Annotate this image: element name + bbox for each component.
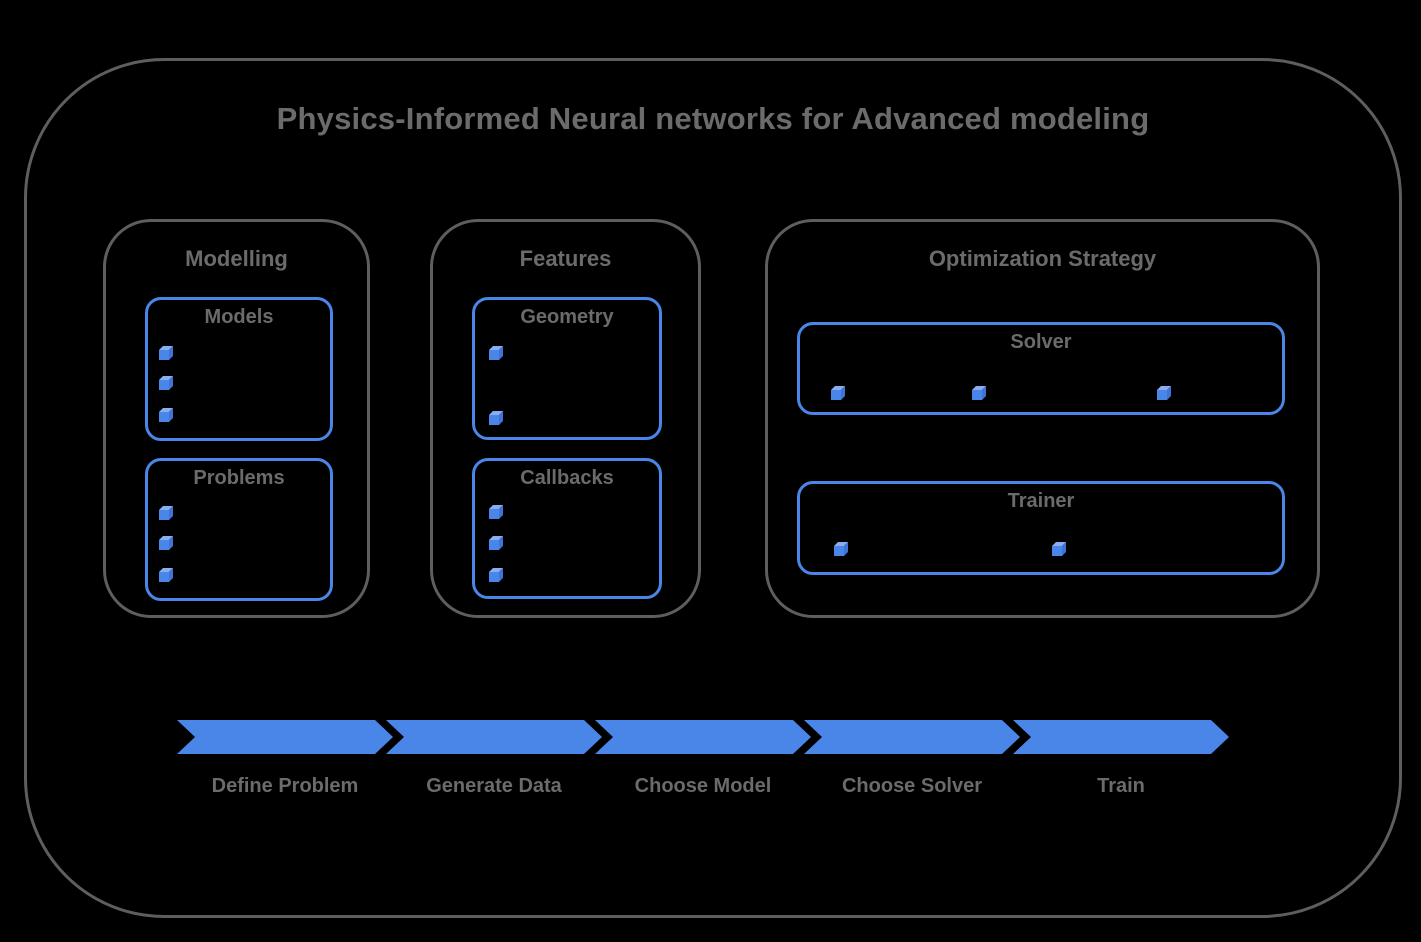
group-models: Models [145,297,333,441]
section-optimization-strategy-label: Optimization Strategy [928,246,1157,271]
flow-step-label: Choose Solver [841,775,983,797]
group-problems: Problems [145,458,333,601]
flow-step-label: Generate Data [426,775,562,797]
section-features: Features Geometry Callbacks [430,219,701,618]
cube-icon [159,346,173,360]
cube-icon [489,411,503,425]
group-trainer-label: Trainer [1007,490,1075,512]
flow-step-label: Define Problem [211,775,359,797]
cube-icon [489,505,503,519]
cube-icon [831,386,845,400]
cube-icon [489,536,503,550]
cube-icon [159,376,173,390]
flow-arrow-segment-define-problem [177,720,393,754]
section-features-label: Features [519,246,612,271]
group-problems-label: Problems [193,467,285,489]
cube-icon [489,346,503,360]
cube-icon [159,568,173,582]
cube-icon [159,506,173,520]
cube-icon [159,408,173,422]
group-models-label: Models [204,306,274,328]
cube-icon [972,386,986,400]
flow-arrow-segment-train [1013,720,1229,754]
group-geometry: Geometry [472,297,662,440]
section-optimization-strategy: Optimization Strategy Solver Trainer [765,219,1320,618]
outer-frame: Physics-Informed Neural networks for Adv… [24,58,1402,918]
cube-icon [834,542,848,556]
flow-arrow-segment-generate-data [386,720,602,754]
group-trainer: Trainer [797,481,1285,575]
group-callbacks-label: Callbacks [520,467,614,489]
flow-step-label: Train [1097,775,1145,797]
group-callbacks: Callbacks [472,458,662,599]
group-solver-label: Solver [1010,331,1072,353]
group-geometry-label: Geometry [520,306,614,328]
diagram-title: Physics-Informed Neural networks for Adv… [276,101,1150,136]
flow-step-label: Choose Model [634,775,772,797]
flow-arrow-segment-choose-solver [804,720,1020,754]
group-solver: Solver [797,322,1285,415]
section-modelling-label: Modelling [185,246,288,271]
cube-icon [159,536,173,550]
cube-icon [1052,542,1066,556]
cube-icon [1157,386,1171,400]
section-modelling: Modelling Models Problems [103,219,370,618]
cube-icon [489,568,503,582]
flow-arrow-segment-choose-model [595,720,811,754]
